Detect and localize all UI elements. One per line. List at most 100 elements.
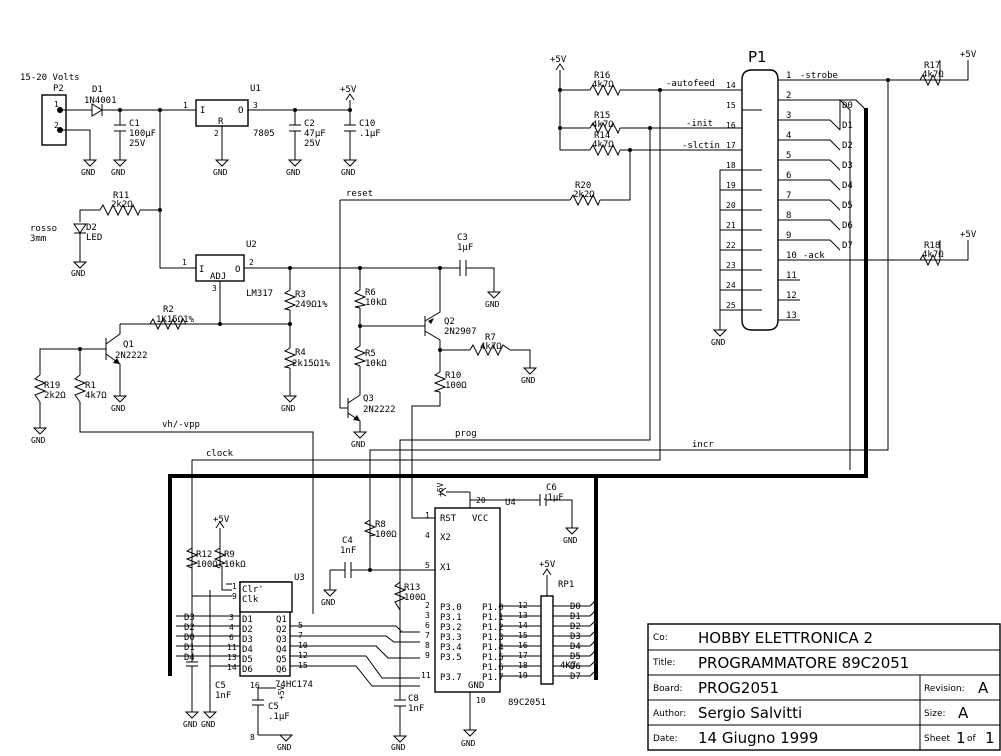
u4-pin-3: 3: [425, 611, 430, 620]
d1-label: D1: [842, 121, 853, 131]
slctin-net: -slctin: [682, 141, 720, 151]
vcc-label: +5V: [960, 230, 977, 240]
r1-wires: [79, 349, 314, 520]
tb-co: HOBBY ELETTRONICA 2: [698, 629, 873, 647]
u4-p17: P1.7: [482, 673, 504, 683]
u3-in-d4: D4: [242, 645, 253, 655]
r18-resistor: [919, 253, 941, 267]
d1-value: 1N4001: [84, 96, 117, 106]
d2-value: LED: [86, 233, 102, 243]
p2-pin2: 2: [54, 121, 59, 130]
gnd-symbols-top: [82, 159, 358, 167]
p1-pin-1: 1: [786, 71, 791, 81]
u3-pin-3: 3: [229, 613, 234, 622]
rp1-network: [540, 595, 554, 685]
d3-label: D3: [842, 161, 853, 171]
c10-capacitor: [344, 100, 356, 160]
u4-p10: P1.0: [482, 603, 504, 613]
q3-transistor: [339, 199, 570, 432]
u2-pin-adj: ADJ: [210, 272, 226, 282]
u4-p37: P3.7: [440, 673, 462, 683]
u4-pin-6: 6: [425, 621, 430, 630]
tb-author-label: Author:: [653, 709, 686, 719]
r7-resistor: [469, 343, 511, 357]
node-dot: [886, 78, 890, 82]
gnd-label: GND: [461, 739, 476, 748]
u3-ref: U3: [294, 573, 305, 583]
tb-board: PROG2051: [698, 679, 779, 697]
u3-in-d3: D3: [242, 635, 253, 645]
vcc-label: +5V: [436, 482, 445, 497]
q3-part: 2N2222: [363, 405, 396, 415]
p1-pin-5: 5: [786, 151, 791, 161]
u4-power-wires: [446, 491, 573, 730]
data-bus: [168, 108, 868, 680]
node-dot: [288, 322, 292, 326]
p1-pin-6: 6: [786, 171, 791, 181]
r20-ref: R20: [575, 181, 591, 191]
u3-out-q2: Q2: [276, 625, 287, 635]
p1-pin-3: 3: [786, 111, 791, 121]
r9-resistor: [213, 547, 227, 569]
d2-wires: [74, 232, 86, 262]
p1-pin-14: 14: [726, 81, 736, 90]
c4-ref: C4: [342, 536, 353, 546]
u4-p16: P1.6: [482, 663, 504, 673]
rp1-value: 4K7: [560, 661, 576, 671]
u3-clr: Clr': [242, 585, 264, 595]
c1-capacitor: [114, 110, 126, 160]
node-dot: [628, 148, 632, 152]
r1-resistor: [73, 374, 87, 403]
u4-p30: P3.0: [440, 603, 462, 613]
gnd-label: GND: [213, 168, 228, 177]
u3-pin-13: 13: [227, 653, 237, 662]
u3-section: +5V R12 100Ω R9 10kΩ U3 Clr' Clk 1 9 74H…: [176, 515, 420, 752]
gnd-symbol: [72, 261, 88, 269]
rp1-vcc: [542, 568, 552, 596]
r2-value: 1K15Ω1%: [156, 315, 195, 325]
ack-net: -ack: [803, 251, 825, 261]
gnd-label: GND: [321, 598, 336, 607]
u4-pin-2: 2: [425, 601, 430, 610]
u2-n3: 3: [212, 284, 217, 293]
tb-co-label: Co:: [653, 633, 668, 643]
c1-ref: C1: [129, 119, 140, 129]
r10-to-rst: [411, 392, 441, 519]
c1-value: 100μF: [129, 129, 156, 139]
tb-sheet-total: 1: [985, 729, 995, 747]
u3-in-d6: D6: [242, 665, 253, 675]
c8-capacitor: [394, 699, 406, 707]
p2-wires: [60, 109, 92, 160]
gnd-label: GND: [277, 743, 292, 751]
u3-io-wires: [176, 615, 420, 687]
u4-pin-11: 11: [421, 671, 431, 680]
u3-net-d1: D1: [184, 643, 195, 653]
lm317-section: U2 I O ADJ 1 2 3 LM317 R3 249Ω1% R4 2k15…: [31, 240, 442, 520]
p1-pin-9: 9: [786, 231, 791, 241]
r10-resistor: [433, 371, 447, 393]
tb-revision-label: Revision:: [924, 684, 965, 694]
c5b-capacitor: [252, 687, 286, 736]
u4-n4: 4: [425, 531, 430, 540]
u3-out-q1: Q1: [276, 615, 287, 625]
p1-pin-10: 10: [786, 251, 797, 261]
vcc-label: +5V: [960, 50, 977, 60]
c5a-value: 1nF: [215, 691, 231, 701]
u1-n1: 1: [183, 101, 188, 110]
u1-pin-r: R: [218, 117, 224, 127]
u4-p1-wires: [500, 599, 597, 677]
r14-ref: R14: [594, 131, 610, 141]
gnd-label: GND: [286, 168, 301, 177]
gnd-symbol: [486, 291, 502, 299]
c10-value: .1μF: [359, 129, 381, 139]
p2-connector: [41, 94, 67, 146]
u3-n1: 1: [232, 582, 237, 591]
r15-ref: R15: [594, 111, 610, 121]
gnd-label: GND: [31, 436, 46, 445]
u3-gnd-wires: [184, 662, 218, 719]
p1-pin-24: 24: [726, 281, 736, 290]
u3-net-d0: D0: [184, 633, 195, 643]
d2-label: D2: [842, 141, 853, 151]
p1-pin-7: 7: [786, 191, 791, 201]
